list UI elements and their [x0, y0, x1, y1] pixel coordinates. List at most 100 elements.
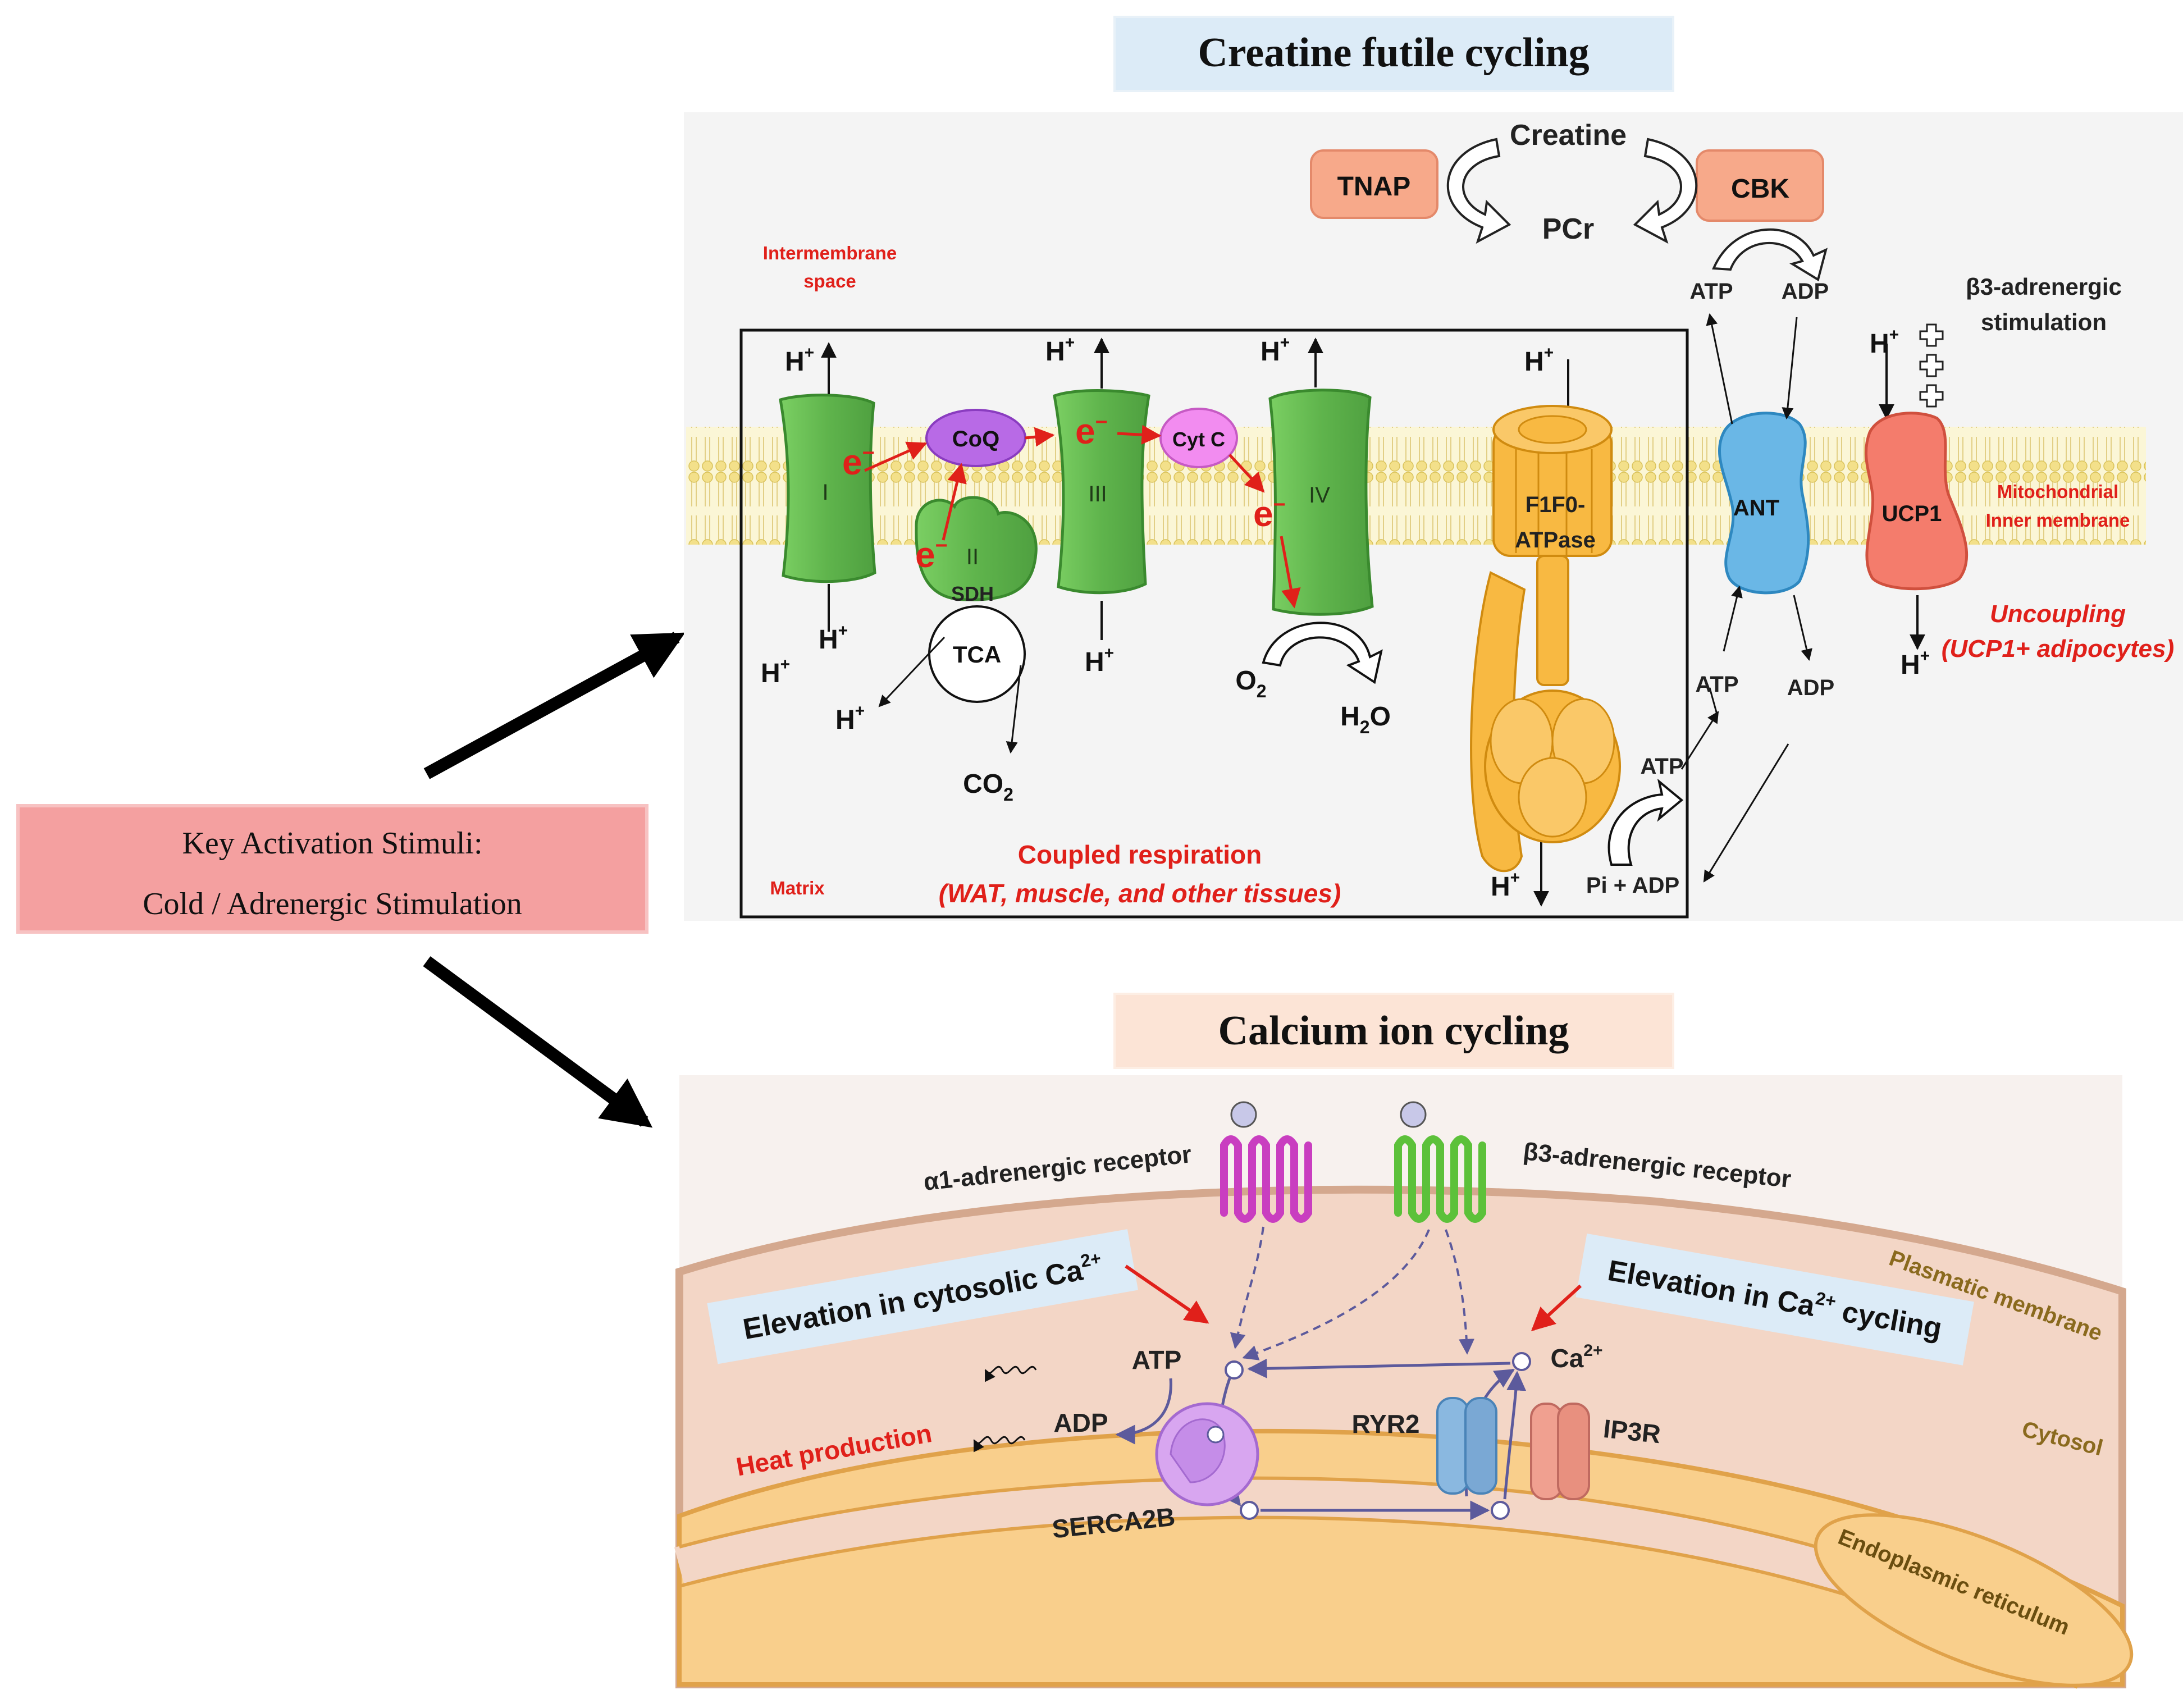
- creatine-title: Creatine futile cycling: [1198, 30, 1589, 76]
- ca-dot-cytosol-right: [1512, 1352, 1531, 1371]
- coq-label: CoQ: [952, 427, 999, 451]
- creatine-label: Creatine: [1510, 119, 1627, 152]
- a1-ligand: [1230, 1101, 1257, 1128]
- proton-label-6: H+: [1085, 644, 1114, 677]
- complex-IV-label: IV: [1309, 483, 1330, 508]
- stimuli-line-1: Key Activation Stimuli:: [182, 826, 482, 861]
- complex-IV: [1268, 389, 1374, 616]
- heat-waves: [973, 1366, 1037, 1453]
- proton-label-2: H+: [819, 622, 848, 655]
- proton-label-10: H+: [1870, 326, 1899, 359]
- co2-label: CO2: [963, 769, 1013, 805]
- proton-label-11: H+: [1901, 647, 1930, 680]
- proton-label-1: H+: [785, 344, 814, 377]
- complex-II-label: II: [966, 545, 979, 569]
- f1f0-atpase: [1470, 405, 1621, 873]
- adp-top-label: ADP: [1782, 279, 1829, 304]
- uncoupling-label-1: Uncoupling: [1990, 600, 2126, 628]
- atp-adp-cycle-arrow: [1712, 228, 1828, 282]
- cytc-label: Cyt C: [1172, 428, 1225, 451]
- ca-dot-er-right: [1491, 1501, 1510, 1520]
- electron-2-label: e−: [915, 534, 948, 575]
- arrow-to-calcium: [423, 956, 653, 1128]
- o2-label: O2: [1235, 666, 1266, 701]
- tca-proton-arrow: [878, 636, 946, 707]
- ip3r-label: IP3R: [1602, 1414, 1662, 1449]
- atp-synth-arrow: [1607, 778, 1684, 866]
- intermembrane-label-2: space: [803, 271, 856, 291]
- adp-out-label: ADP: [1787, 675, 1834, 700]
- adp-calcium-label: ADP: [1053, 1408, 1108, 1437]
- complex-I-label: I: [822, 480, 828, 505]
- intermembrane-label-1: Intermembrane: [763, 243, 897, 263]
- proton-arrows: [821, 337, 1925, 907]
- calcium-title: Calcium ion cycling: [1218, 1008, 1569, 1054]
- atp-out-label: ATP: [1695, 672, 1738, 697]
- atp-synth-label: ATP: [1640, 754, 1683, 779]
- b3-receptor: [1394, 1135, 1486, 1223]
- electron-path: [864, 424, 1301, 609]
- b3-ligand: [1400, 1101, 1427, 1128]
- membrane-label-2: Inner membrane: [1986, 510, 2130, 531]
- tca-co2-arrow: [1006, 665, 1022, 754]
- ca-label: Ca2+: [1550, 1341, 1602, 1373]
- ip3r-channel: [1530, 1403, 1590, 1500]
- proton-label-8: H+: [1524, 344, 1554, 377]
- tnap-box: [1310, 149, 1438, 219]
- proton-label-4: H+: [835, 702, 865, 735]
- creatine-panel: Intermembrane space Matrix Mitochondrial…: [684, 112, 2183, 921]
- matrix-box: [739, 328, 1689, 919]
- h2o-label: H2O: [1340, 702, 1391, 737]
- atpase-label-2: ATPase: [1515, 528, 1596, 552]
- tnap-label: TNAP: [1337, 172, 1411, 202]
- atp-top-label: ATP: [1689, 279, 1733, 304]
- ucp1: [1865, 412, 1969, 591]
- complex-I: [779, 394, 876, 583]
- complex-III: [1053, 389, 1150, 595]
- er-lobe: [1814, 1513, 2134, 1687]
- arrow-to-creatine: [423, 632, 686, 779]
- ucp1-label: UCP1: [1882, 501, 1942, 526]
- stimuli-box: Key Activation Stimuli: Cold / Adrenergi…: [16, 804, 648, 934]
- proton-label-7: H+: [1261, 334, 1290, 367]
- ca-dot-er-left: [1240, 1501, 1259, 1520]
- stimuli-line-2: Cold / Adrenergic Stimulation: [143, 887, 522, 921]
- membrane-label-1: Mitochondrial: [1997, 481, 2118, 502]
- ant-label: ANT: [1733, 496, 1779, 520]
- a1-receptor: [1220, 1135, 1312, 1223]
- calcium-title-box: Calcium ion cycling: [1113, 993, 1674, 1069]
- ant-exchange-arrows: [1680, 313, 1812, 883]
- calcium-panel: Plasmatic membrane Cytosol Endoplasmic r…: [674, 1075, 2134, 1689]
- b3-stimulation-icon: [1919, 323, 1944, 408]
- b3-stim-label-1: β3-adrenergic: [1966, 273, 2122, 300]
- cbk-cycle-arrow: [1633, 138, 1698, 244]
- ryr2-channel: [1436, 1397, 1497, 1495]
- coupled-label-1: Coupled respiration: [1018, 840, 1262, 869]
- pcr-label: PCr: [1542, 213, 1594, 245]
- cbk-label: CBK: [1731, 174, 1789, 204]
- atpase-label-1: F1F0-: [1526, 492, 1586, 517]
- b3-stim-label-2: stimulation: [1981, 309, 2107, 335]
- proton-label-3: H+: [761, 655, 790, 688]
- electron-3-label: e−: [1075, 410, 1108, 451]
- matrix-label: Matrix: [770, 878, 825, 898]
- ant: [1718, 412, 1810, 595]
- sdh-label: SDH: [951, 582, 994, 605]
- coupled-label-2: (WAT, muscle, and other tissues): [939, 879, 1341, 908]
- uncoupling-label-2: (UCP1+ adipocytes): [1942, 635, 2174, 663]
- signaling-arrows: [1230, 1226, 1475, 1360]
- creatine-title-box: Creatine futile cycling: [1113, 16, 1674, 92]
- elev-cycling-arrow: [1531, 1284, 1582, 1331]
- elev-cytosolic-arrow: [1125, 1264, 1209, 1324]
- ryr2-label: RYR2: [1352, 1409, 1420, 1438]
- electron-1-label: e−: [842, 441, 875, 482]
- serca2b-pump: [1155, 1402, 1259, 1506]
- o2-h2o-arrow: [1262, 622, 1383, 684]
- tca-label: TCA: [953, 641, 1001, 668]
- proton-label-9: H+: [1491, 869, 1520, 902]
- proton-label-5: H+: [1045, 334, 1075, 367]
- pi-adp-label: Pi + ADP: [1586, 873, 1679, 898]
- electron-4-label: e−: [1253, 493, 1286, 534]
- elev-cycling-box: Elevation in Ca2+ cycling: [1575, 1233, 1974, 1366]
